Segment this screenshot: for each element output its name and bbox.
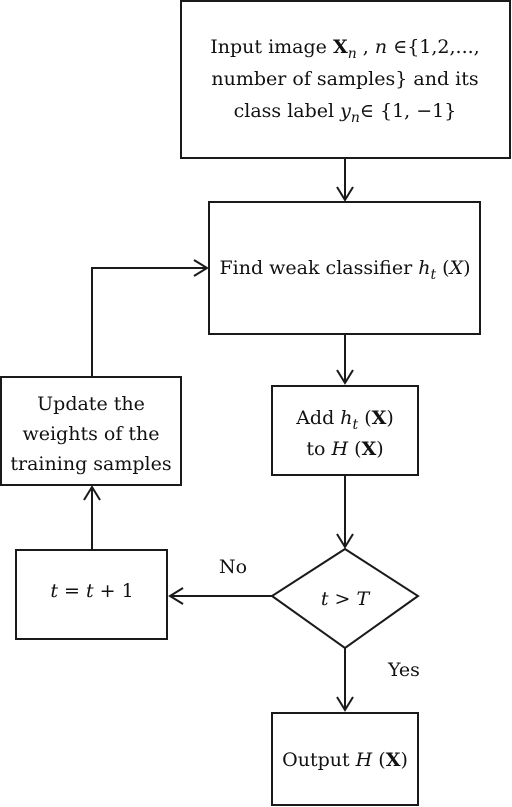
update-weights-box	[0, 376, 182, 486]
input-box	[180, 0, 511, 159]
arrowhead-decision-to-output	[336, 696, 354, 712]
yes-label: Yes	[387, 659, 420, 681]
update-text-line3: training samples	[10, 453, 171, 475]
output-box	[271, 712, 419, 806]
add-text-line2: to H (X)	[306, 438, 383, 460]
arrowhead-decision-to-increment	[168, 587, 184, 605]
output-text: Output H (X)	[282, 749, 408, 771]
input-text-line3: class label yn∈ {1, −1}	[234, 100, 457, 126]
update-text-line1: Update the	[37, 393, 145, 415]
arrow-update-to-find	[91, 267, 207, 377]
arrowhead-find-to-add	[336, 369, 354, 385]
increment-box	[15, 549, 168, 640]
add-classifier-box	[271, 385, 419, 476]
arrowhead-increment-to-update	[83, 485, 101, 501]
increment-text: t = t + 1	[50, 580, 133, 602]
arrowhead-update-to-find	[193, 259, 209, 277]
find-weak-classifier-text: Find weak classifier ht (X)	[219, 257, 470, 283]
arrowhead-input-to-find	[336, 186, 354, 202]
input-text-line2: number of samples} and its	[211, 68, 478, 90]
add-text-line1: Add ht (X)	[295, 407, 394, 433]
update-text-line2: weights of the	[22, 423, 159, 445]
no-label: No	[219, 556, 247, 578]
arrowhead-add-to-decision	[336, 533, 354, 549]
decision-text: t > T	[321, 588, 371, 610]
input-text-line1: Input image Xn , n ∈{1,2,...,	[210, 36, 479, 62]
